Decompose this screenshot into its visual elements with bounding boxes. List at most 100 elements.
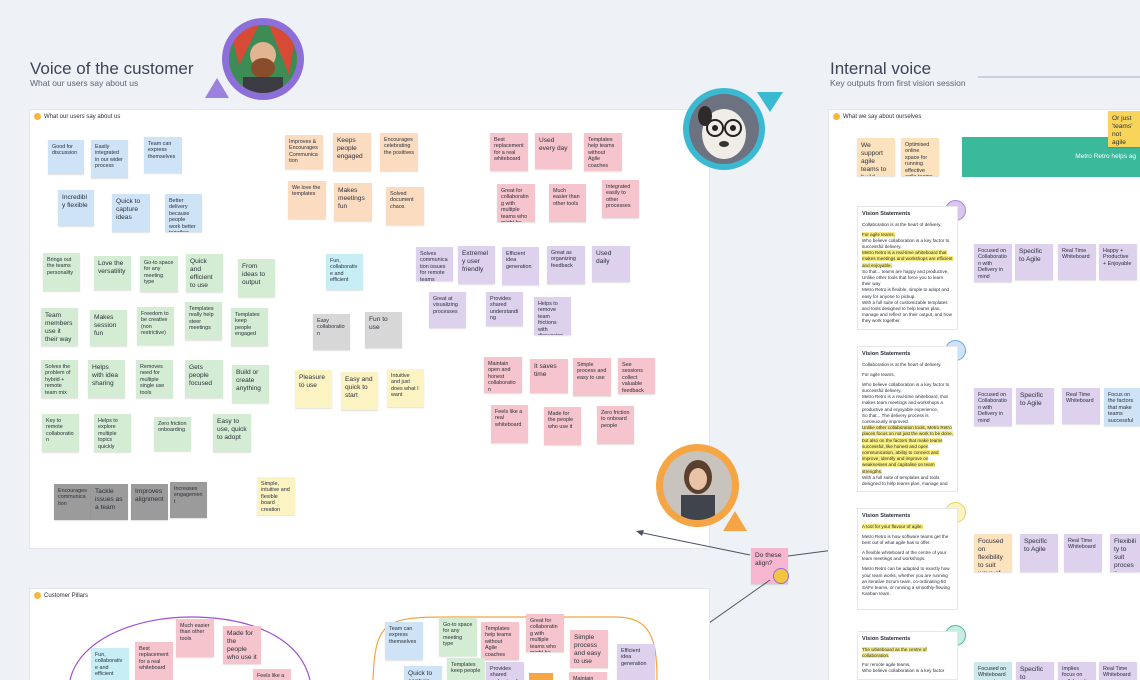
sticky-note[interactable]: Happy + Productive + Enjoyable [1099, 244, 1137, 280]
sticky-note[interactable]: Great as organizing feedback [547, 246, 585, 284]
sticky-note[interactable]: Love the versatility [94, 256, 131, 290]
sticky-note[interactable]: Specific to Agile [1020, 534, 1058, 572]
sticky-note[interactable]: Made for the people who use it [544, 407, 581, 445]
sticky-note[interactable]: Real Time Whiteboard [1064, 534, 1102, 572]
vision-document[interactable]: Vision Statements The whiteboard as the … [857, 631, 958, 680]
sticky-note[interactable]: Great for collaborating with multiple te… [497, 184, 535, 222]
sticky-note[interactable]: Focus on the factors that make teams suc… [1104, 388, 1140, 426]
sticky-note[interactable]: Increases engagement [170, 482, 207, 518]
sticky-note[interactable]: Helps to remove team frictions with disc… [534, 297, 571, 335]
sticky-note[interactable]: Team members use it their way [41, 308, 78, 346]
sticky-note[interactable]: Better delivery because people work bett… [165, 194, 202, 232]
sticky-note[interactable]: Zero friction onboarding [154, 417, 191, 451]
sticky-note[interactable]: Simple, intuitive and flexible board cre… [257, 477, 295, 515]
sticky-note[interactable]: Best replacement for a real whiteboard [490, 133, 528, 171]
sticky-note[interactable]: Focused on Whiteboard as centre [974, 662, 1012, 680]
sticky-note[interactable]: Good for discussion [48, 140, 84, 174]
sticky-note[interactable]: Templates really help steer meetings [185, 302, 222, 340]
sticky-note[interactable]: Keeps people engaged [333, 133, 371, 171]
sticky-note[interactable]: Provides shared understanding [486, 662, 524, 680]
sticky-note[interactable]: Focused on Collaboration with Delivery i… [974, 244, 1012, 282]
avatar[interactable] [229, 25, 297, 93]
sticky-note[interactable]: Provides shared understanding [486, 292, 523, 326]
sticky-note[interactable]: Team can express themselves [144, 137, 182, 173]
sticky-note[interactable]: Makes meetings fun [334, 183, 372, 221]
sticky-note[interactable]: Improves & Encourages Communication [285, 135, 323, 169]
sticky-note[interactable]: Maintain open [569, 672, 607, 680]
sticky-note[interactable]: Build or create anything [232, 365, 269, 403]
vision-document[interactable]: Vision Statements Collaboration is at th… [857, 346, 958, 492]
avatar[interactable] [663, 451, 732, 520]
sticky-note[interactable]: We support agile teams to build better p… [857, 138, 895, 176]
sticky-note[interactable]: Pleasure to use [295, 370, 332, 408]
sticky-note[interactable]: Brings out the teams personality [43, 253, 80, 291]
sticky-note[interactable]: Much easier than other tools [549, 184, 586, 222]
sticky-note[interactable]: Or just 'teams' not agile [1108, 111, 1140, 147]
sticky-note[interactable]: Focused on Collaboration with Delivery i… [974, 388, 1012, 426]
sticky-note[interactable]: We love the templates [288, 181, 326, 219]
sticky-note[interactable]: Solves communication issues for remote t… [416, 247, 453, 281]
sticky-note[interactable]: Quick to capture ideas [112, 194, 150, 232]
sticky-note-fragment[interactable] [529, 673, 553, 680]
sticky-note[interactable]: It saves time [530, 359, 568, 393]
sticky-note[interactable]: Made for the people who use it [223, 626, 261, 664]
sticky-note[interactable]: Templates help teams without Agile coach… [481, 622, 519, 660]
sticky-note[interactable]: Makes session fun [90, 310, 127, 346]
sticky-note[interactable]: Extremely user friendly [458, 246, 495, 284]
sticky-note[interactable]: Easy collaboration [313, 314, 350, 350]
sticky-note[interactable]: Feels like a [253, 669, 291, 680]
sticky-note[interactable]: Templates keep people [447, 658, 485, 680]
sticky-note[interactable]: Easy and quick to start [341, 372, 378, 410]
sticky-note[interactable]: Efficient idea generation [502, 247, 539, 285]
sticky-note[interactable]: Best replacement for a real whiteboard [135, 642, 173, 680]
sticky-note[interactable]: Implies focus on collaboration [1058, 662, 1096, 680]
sticky-note[interactable]: Go-to space for any meeting type [439, 618, 477, 656]
sticky-note[interactable]: Team can express themselves [385, 622, 423, 660]
sticky-note[interactable]: Efficient idea generation [617, 644, 655, 680]
sticky-note[interactable]: Optimised online space for running effec… [901, 138, 939, 176]
sticky-note[interactable]: See sessions collect valuable feedback [618, 358, 655, 394]
sticky-note[interactable]: Intuitive and just does what I want [387, 369, 424, 407]
sticky-note[interactable]: Used daily [592, 246, 630, 282]
sticky-note[interactable]: Much easier than other tools [176, 619, 214, 657]
sticky-note[interactable]: Zero friction to onboard people [597, 406, 634, 444]
sticky-note[interactable]: Great for collaborating with multiple te… [526, 614, 564, 652]
sticky-note[interactable]: Real Time Whiteboard [1062, 388, 1100, 424]
sticky-note[interactable]: Fun to use [365, 312, 402, 348]
avatar[interactable] [689, 94, 759, 164]
sticky-note[interactable]: Simple process and easy to use [573, 358, 611, 396]
sticky-note[interactable]: Great at visualizing processes [429, 292, 466, 328]
sticky-note[interactable]: Fun, collaborative and efficient [326, 254, 363, 290]
sticky-note[interactable]: Helps to explore multiple topics quickly [94, 414, 131, 452]
sticky-note[interactable]: Encourages celebrating the positives [380, 133, 418, 171]
sticky-note[interactable]: Specific to Agile [1016, 388, 1054, 424]
sticky-note[interactable]: Focused on flexibility to suit ways of w… [974, 534, 1012, 572]
sticky-note[interactable]: Solved document chaos [386, 187, 424, 225]
sticky-note[interactable]: Real Time Whiteboard [1058, 244, 1096, 280]
sticky-note[interactable]: Removes need for multiple single use too… [136, 360, 173, 398]
sticky-note[interactable]: Real Time Whiteboard [1099, 662, 1137, 680]
sticky-note[interactable]: Maintain open and honest collaboration [484, 357, 522, 393]
sticky-note[interactable]: Flexibility to suit process [1110, 534, 1140, 572]
sticky-note[interactable]: Easily integrated in our wider process [91, 140, 128, 178]
sticky-note[interactable]: Incredibly flexible [58, 190, 94, 226]
sticky-note[interactable]: Fun, collaborative and efficient [91, 648, 129, 680]
sticky-note[interactable]: Simple process and easy to use [570, 630, 608, 668]
sticky-note[interactable]: Used every day [535, 133, 572, 169]
sticky-note[interactable]: Encourages communication [54, 484, 91, 520]
sticky-note[interactable]: Improves alignment [131, 484, 168, 520]
sticky-note[interactable]: Gets people focused [185, 360, 223, 398]
sticky-note[interactable]: Solves the problem of hybrid + remote te… [41, 360, 78, 398]
sticky-note[interactable]: Templates help teams without Agile coach… [584, 133, 622, 171]
sticky-note[interactable]: Templates keep people engaged [231, 308, 268, 346]
sticky-note[interactable]: Tackle issues as a team [91, 484, 128, 520]
vision-document[interactable]: Vision Statements Collaboration is at th… [857, 206, 958, 330]
sticky-note[interactable]: Specific to [1016, 662, 1054, 680]
sticky-note[interactable]: Integrated easily to other processes [602, 180, 639, 218]
sticky-note[interactable]: Quick and efficient to use [186, 254, 223, 292]
sticky-note[interactable]: Easy to use, quick to adopt [213, 414, 251, 452]
sticky-note[interactable]: Feels like a real whiteboard [491, 405, 528, 443]
sticky-note[interactable]: Helps with idea sharing [88, 360, 125, 398]
sticky-note[interactable]: Go-to space for any meeting type [140, 256, 178, 292]
